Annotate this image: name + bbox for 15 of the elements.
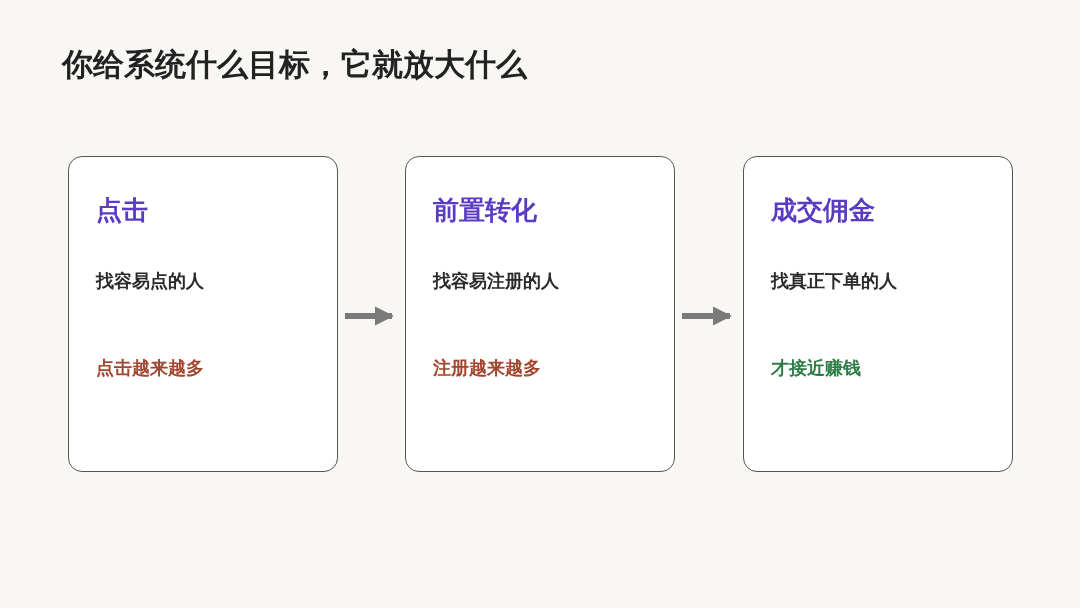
heading: 成交佣金: [771, 194, 875, 227]
result-text: 才接近赚钱: [771, 356, 861, 380]
step-card: [405, 156, 675, 472]
heading: 前置转化: [433, 194, 537, 227]
arrow: [345, 306, 394, 326]
step-card: [743, 156, 1013, 472]
heading: 点击: [96, 194, 148, 227]
description: 找容易点的人: [96, 269, 204, 293]
description: 找真正下单的人: [771, 269, 897, 293]
result-text: 点击越来越多: [96, 356, 204, 380]
step-card: [68, 156, 338, 472]
arrow: [682, 306, 732, 326]
description: 找容易注册的人: [433, 269, 559, 293]
title: 你给系统什么目标，它就放大什么: [62, 45, 527, 84]
result-text: 注册越来越多: [433, 356, 541, 380]
